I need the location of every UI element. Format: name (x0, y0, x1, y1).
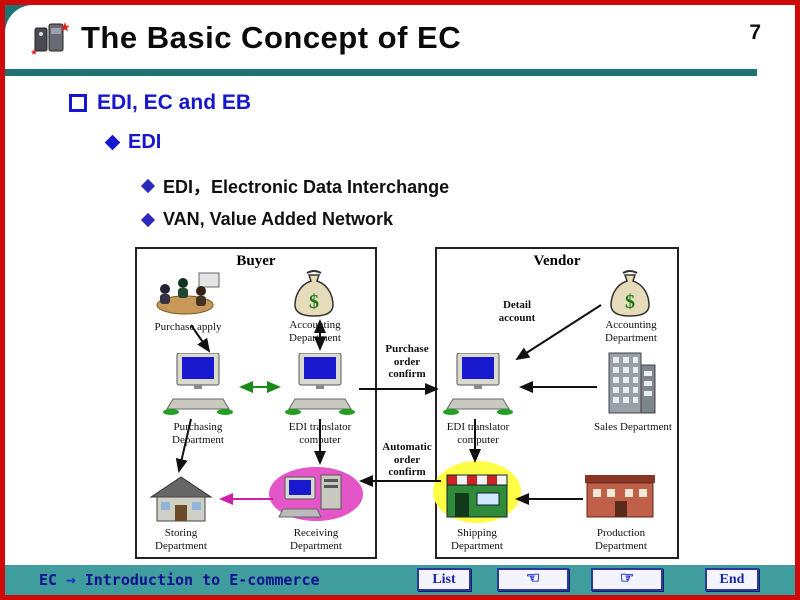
next-hand-button[interactable]: ☞ (591, 568, 663, 591)
computer-icon (161, 352, 235, 420)
purchase-order-label: Purchase order confirm (385, 343, 429, 381)
projector-icon (30, 21, 70, 55)
vendor-title: Vendor (533, 253, 581, 269)
detail-account-label: Detail account (498, 299, 536, 324)
bullet-level3b: VAN, Value Added Network (140, 209, 394, 230)
square-bullet-icon (69, 94, 87, 112)
course-breadcrumb: EC → Introduction to E-commerce (39, 570, 320, 589)
meeting-icon (153, 271, 223, 324)
page-number: 7 (749, 21, 761, 44)
storing-label: Storing Department (155, 527, 207, 552)
svg-text:$: $ (625, 291, 635, 313)
header: The Basic Concept of EC 7 (5, 5, 795, 71)
diamond-bullet-icon (140, 178, 156, 194)
end-button[interactable]: End (705, 568, 759, 591)
course-code: EC (39, 570, 58, 589)
slide-title: The Basic Concept of EC (81, 20, 462, 55)
receiving-label: Receiving Department (290, 527, 342, 552)
purchasing-label: Purchasing Department (172, 421, 224, 446)
buyer-edi-label: EDI translator computer (288, 421, 352, 446)
buyer-title: Buyer (236, 253, 276, 269)
shipping-label: Shipping Department (451, 527, 503, 552)
purchase-apply-label: Purchase apply (154, 321, 222, 333)
bullet-level3b-text: VAN, Value Added Network (163, 209, 394, 229)
money-bag-icon: $ (291, 267, 337, 322)
bullet-level3a: EDI，Electronic Data Interchange (140, 173, 450, 199)
title-underline (5, 69, 757, 76)
automatic-order-label: Automatic order confirm (382, 441, 432, 479)
previous-hand-button[interactable]: ☜ (497, 568, 569, 591)
factory-building-icon (585, 467, 655, 524)
footer-bar: EC → Introduction to E-commerce List ☜ ☞… (5, 565, 795, 595)
vendor-edi-label: EDI translator computer (446, 421, 510, 446)
computer-icon (283, 352, 357, 420)
computer-icon (441, 352, 515, 420)
diamond-bullet-icon (104, 134, 121, 151)
bullet-level1: EDI, EC and EB (69, 91, 251, 115)
sales-label: Sales Department (594, 421, 672, 433)
receiving-computer-icon (277, 471, 355, 526)
bullet-level2: EDI (104, 131, 162, 154)
arrow-icon: → (66, 570, 76, 589)
vendor-accounting-label: Accounting Department (605, 319, 657, 344)
house-icon (149, 475, 213, 528)
bullet-level2-text: EDI (128, 131, 162, 153)
buyer-accounting-label: Accounting Department (289, 319, 341, 344)
course-subtitle: Introduction to E-commerce (84, 570, 320, 589)
svg-text:$: $ (309, 291, 319, 313)
bullet-level1-text: EDI, EC and EB (97, 91, 252, 114)
list-button[interactable]: List (417, 568, 471, 591)
bullet-level3a-text: EDI，Electronic Data Interchange (163, 177, 450, 197)
production-label: Production Department (595, 527, 647, 552)
edi-diagram: Buyer Purchase apply $ Accounting Depart… (133, 241, 681, 565)
diamond-bullet-icon (140, 212, 156, 227)
store-icon (443, 467, 511, 524)
office-building-icon (603, 349, 661, 420)
money-bag-icon: $ (607, 267, 653, 322)
